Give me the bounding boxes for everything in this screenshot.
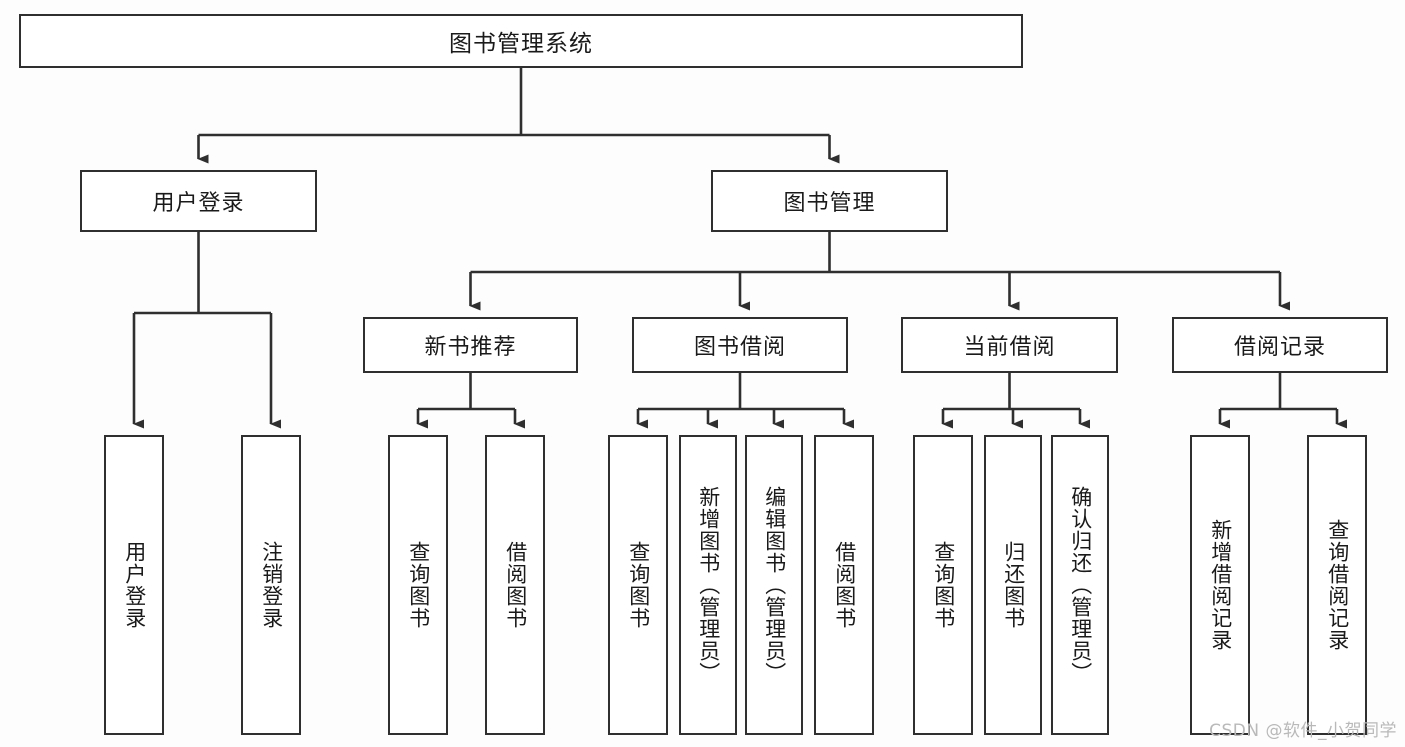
node-leaf2[interactable]: 注销登录: [241, 435, 301, 735]
node-label: 图书管理系统: [449, 31, 593, 57]
node-label: 借阅图书: [503, 541, 528, 629]
node-leaf5[interactable]: 查询图书: [608, 435, 668, 735]
node-label: 当前借阅: [963, 335, 1056, 360]
node-leaf9[interactable]: 查询图书: [913, 435, 973, 735]
node-label: 查询图书: [931, 541, 956, 629]
node-label: 图书借阅: [693, 335, 786, 360]
node-l3d[interactable]: 借阅记录: [1172, 317, 1388, 373]
node-label: 新书推荐: [424, 335, 517, 360]
node-label: 用户登录: [152, 191, 245, 216]
node-leaf10[interactable]: 归还图书: [984, 435, 1042, 735]
node-l3c[interactable]: 当前借阅: [901, 317, 1118, 373]
node-label: 图书管理: [783, 191, 876, 216]
node-label: 查询借阅记录: [1325, 519, 1350, 651]
node-leaf6[interactable]: 新增图书（管理员）: [679, 435, 737, 735]
node-label: 归还图书: [1001, 541, 1026, 629]
node-leaf13[interactable]: 查询借阅记录: [1307, 435, 1367, 735]
node-l3b[interactable]: 图书借阅: [632, 317, 848, 373]
node-leaf11[interactable]: 确认归还（管理员）: [1051, 435, 1109, 735]
node-label: 注销登录: [259, 541, 284, 629]
node-l3a[interactable]: 新书推荐: [363, 317, 578, 373]
node-leaf12[interactable]: 新增借阅记录: [1190, 435, 1250, 735]
node-label: 确认归还（管理员）: [1068, 486, 1093, 684]
node-label: 用户登录: [122, 541, 147, 629]
node-l2a[interactable]: 用户登录: [80, 170, 317, 232]
node-label: 新增图书（管理员）: [696, 486, 721, 684]
node-label: 编辑图书（管理员）: [762, 486, 787, 684]
node-label: 查询图书: [406, 541, 431, 629]
node-leaf4[interactable]: 借阅图书: [485, 435, 545, 735]
node-leaf3[interactable]: 查询图书: [388, 435, 448, 735]
node-l2b[interactable]: 图书管理: [711, 170, 948, 232]
node-leaf1[interactable]: 用户登录: [104, 435, 164, 735]
node-leaf8[interactable]: 借阅图书: [814, 435, 874, 735]
node-label: 借阅图书: [832, 541, 857, 629]
node-label: 查询图书: [626, 541, 651, 629]
node-leaf7[interactable]: 编辑图书（管理员）: [745, 435, 803, 735]
csdn-watermark: CSDN @软件_小贺同学: [1209, 721, 1397, 741]
node-label: 借阅记录: [1233, 335, 1326, 360]
node-label: 新增借阅记录: [1208, 519, 1233, 651]
node-root[interactable]: 图书管理系统: [19, 14, 1023, 68]
